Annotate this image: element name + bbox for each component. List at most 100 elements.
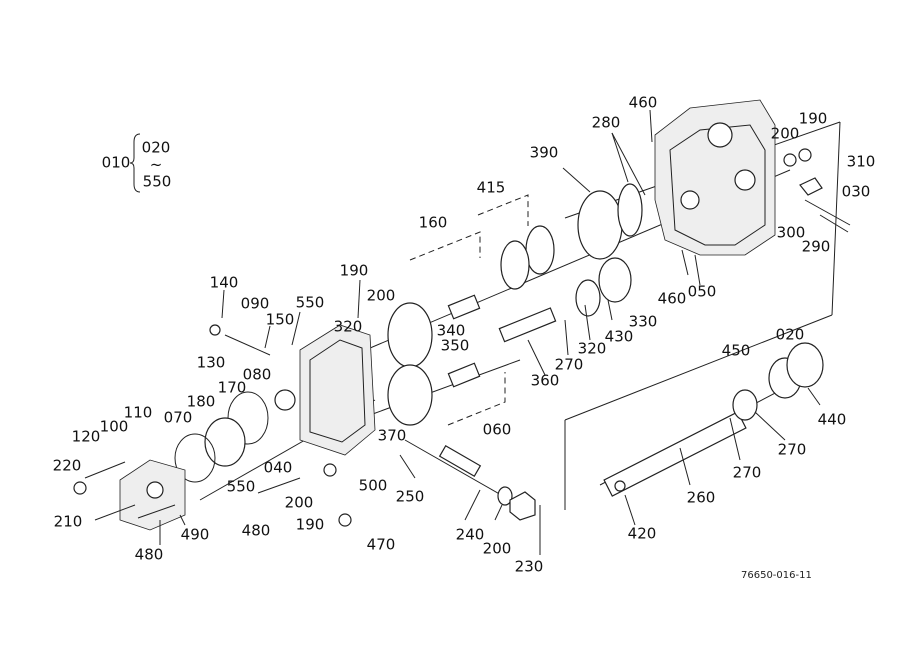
nut-130 (209, 324, 221, 336)
spring-350 (447, 362, 481, 388)
part-label: 490 (180, 525, 210, 544)
plug-190-upper (798, 148, 812, 162)
gear-390 (577, 190, 623, 260)
part-label: 480 (241, 521, 271, 540)
part-label: 330 (628, 312, 658, 331)
part-label: 310 (846, 152, 876, 171)
case-boss (680, 190, 700, 210)
part-label: 340 (436, 321, 466, 340)
cylinder-block-upper (387, 302, 433, 368)
gear-415b (500, 240, 530, 290)
part-label: 480 (134, 545, 164, 564)
case-boss (734, 169, 756, 191)
pin-480b (137, 504, 176, 519)
part-label: 030 (841, 182, 871, 201)
part-label: 150 (265, 310, 295, 329)
washer-200 (497, 486, 513, 506)
part-label: 200 (482, 539, 512, 558)
plug-190 (323, 463, 337, 477)
group-start-label: 020 (141, 138, 171, 157)
part-label: 200 (284, 493, 314, 512)
cover-port (146, 481, 164, 499)
part-label: 370 (377, 426, 407, 445)
part-label: 190 (798, 109, 828, 128)
kit-160-bracket (409, 231, 481, 261)
part-label: 060 (482, 420, 512, 439)
part-label: 080 (242, 365, 272, 384)
group-tilde: ~ (149, 155, 163, 174)
part-label: 260 (686, 488, 716, 507)
part-label: 300 (776, 223, 806, 242)
shaft-360 (498, 307, 557, 343)
part-label: 120 (71, 427, 101, 446)
bearing-430 (575, 279, 601, 317)
part-label: 200 (770, 124, 800, 143)
part-label: 160 (418, 213, 448, 232)
part-label: 230 (514, 557, 544, 576)
nut-220 (73, 481, 87, 495)
assembly-boundary-line (831, 121, 841, 316)
part-label: 470 (366, 535, 396, 554)
part-label: 190 (339, 261, 369, 280)
part-label: 550 (226, 477, 256, 496)
oil-seal-080 (274, 389, 296, 411)
drawing-number: 76650-016-11 (741, 570, 812, 581)
part-label: 240 (455, 525, 485, 544)
part-label: 320 (577, 339, 607, 358)
group-end-label: 550 (142, 172, 172, 191)
part-label: 200 (366, 286, 396, 305)
center-housing (299, 324, 376, 456)
pin-420 (614, 480, 626, 492)
part-label: 460 (628, 93, 658, 112)
part-label: 180 (186, 392, 216, 411)
shaft-260 (603, 411, 747, 497)
part-label: 270 (732, 463, 762, 482)
assembly-boundary-line (564, 314, 833, 421)
cylinder-block-lower (387, 364, 433, 426)
kit-060-bracket (447, 372, 506, 426)
washer-200-upper (783, 153, 797, 167)
part-label: 110 (123, 403, 153, 422)
part-label: 360 (530, 371, 560, 390)
part-label: 390 (529, 143, 559, 162)
o-ring-070 (174, 433, 216, 483)
bolt-100 (84, 461, 126, 479)
part-label: 130 (196, 353, 226, 372)
pin-480 (257, 477, 301, 494)
center-housing-face (309, 339, 366, 443)
part-label: 210 (53, 512, 83, 531)
part-label: 415 (476, 178, 506, 197)
plug-230 (509, 491, 536, 521)
part-label: 440 (817, 410, 847, 429)
part-label: 290 (801, 237, 831, 256)
group-parent-label: 010 (101, 153, 131, 172)
part-label: 220 (52, 456, 82, 475)
bolt-090 (224, 334, 271, 356)
gear-415 (525, 225, 555, 275)
part-label: 450 (721, 341, 751, 360)
spring-250 (438, 444, 482, 478)
kit-415-bracket (477, 194, 529, 226)
part-label: 190 (295, 515, 325, 534)
leader-lines (159, 109, 821, 555)
part-label: 420 (627, 524, 657, 543)
valve-axis (404, 439, 511, 501)
part-label: 550 (295, 293, 325, 312)
bearing-270 (732, 389, 758, 421)
part-label: 250 (395, 487, 425, 506)
shaft-290 (819, 214, 849, 233)
part-label: 100 (99, 417, 129, 436)
valve-470 (338, 513, 352, 527)
part-label: 430 (604, 327, 634, 346)
shaft-300 (804, 199, 851, 226)
part-label: 040 (263, 458, 293, 477)
part-label: 020 (775, 325, 805, 344)
case-boss (707, 122, 733, 148)
cover-440 (786, 342, 824, 388)
gear-280 (617, 183, 643, 237)
part-label: 280 (591, 113, 621, 132)
part-label: 460 (657, 289, 687, 308)
part-label: 350 (440, 336, 470, 355)
